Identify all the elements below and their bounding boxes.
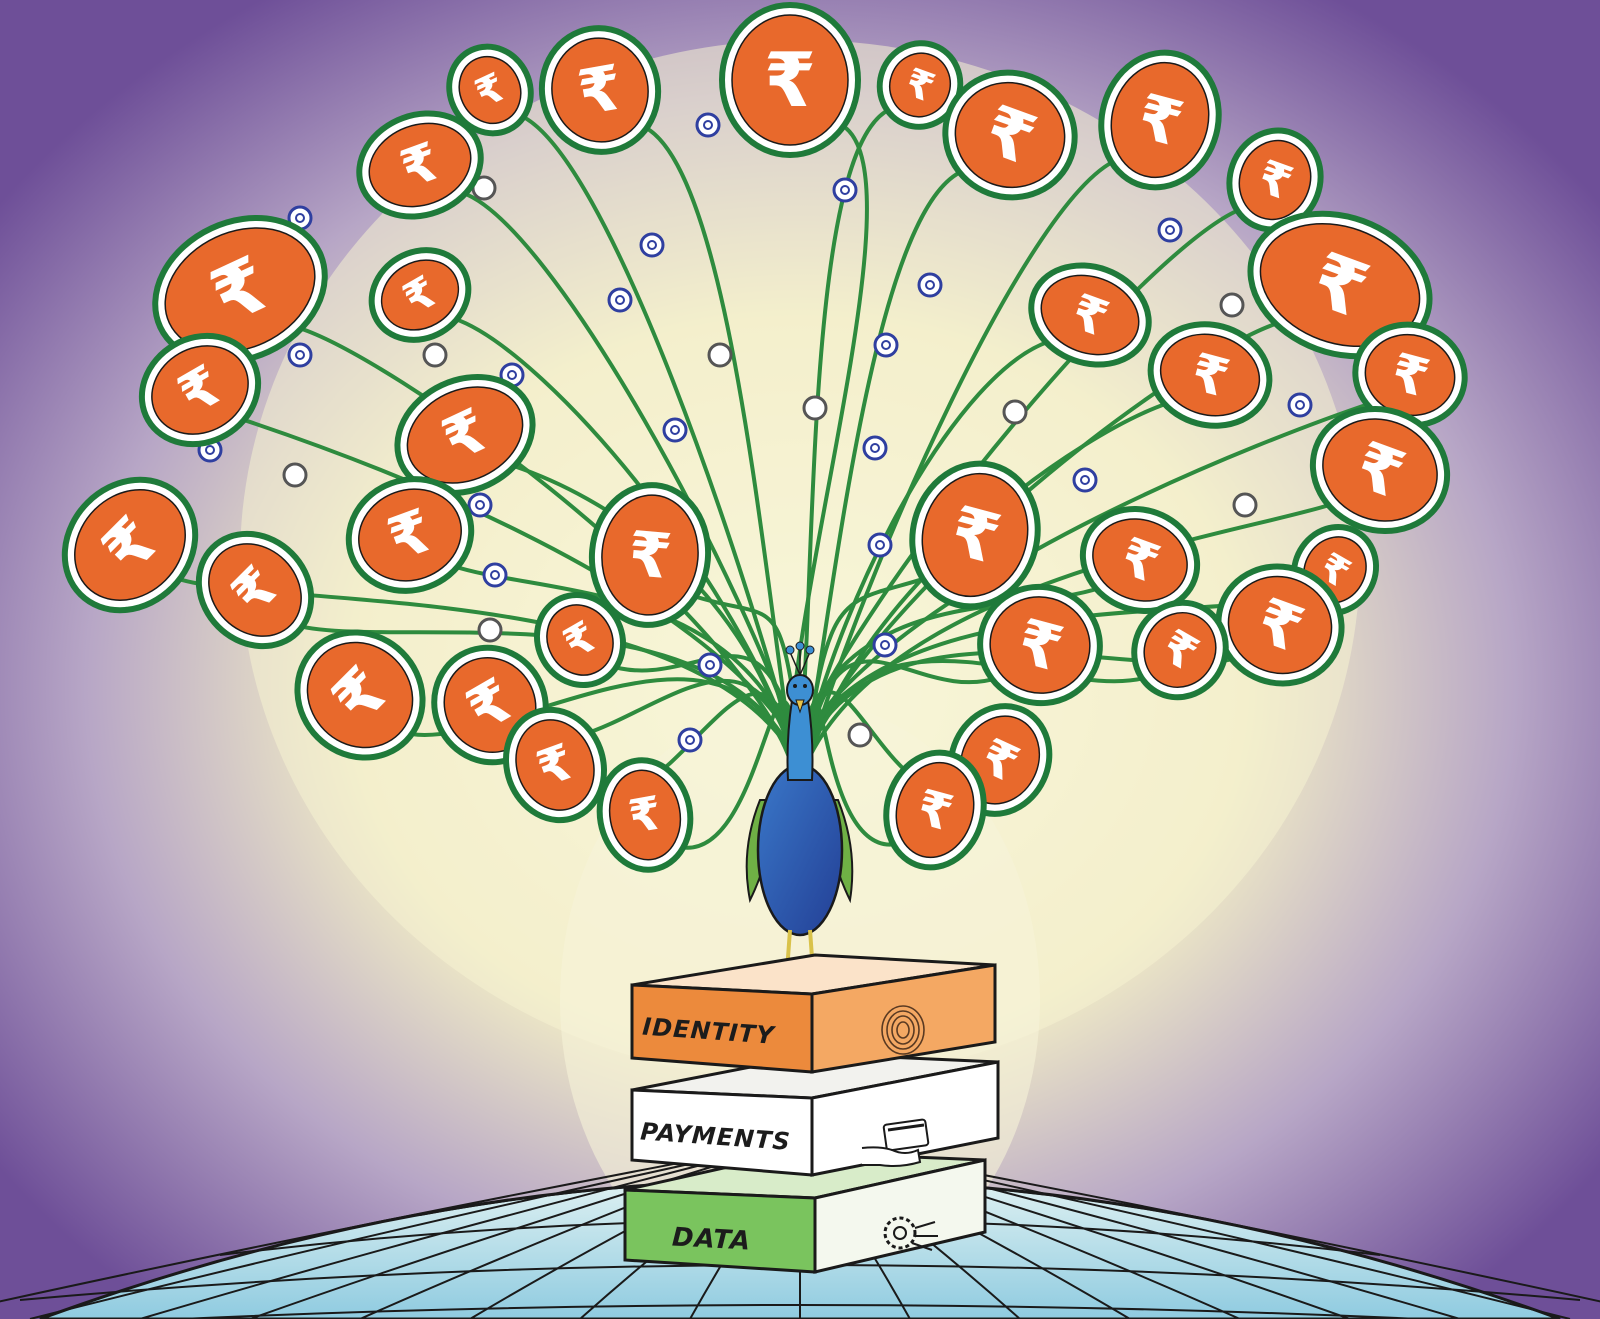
rupee-coin: ₹ [345,476,475,594]
rupee-coin: ₹ [1098,49,1222,191]
rupee-coin: ₹ [883,749,987,871]
rupee-coin: ₹ [719,2,861,158]
branch-node [1072,467,1098,493]
rupee-coin: ₹ [1079,505,1201,615]
branch-node [872,632,898,658]
branch-node [867,532,893,558]
platform-stack: DATA PAYMENTS IDENTITY [623,953,1000,1274]
rupee-coin: ₹ [138,332,262,448]
rupee-coin: ₹ [596,757,694,873]
branch-node [477,617,503,643]
rupee-coin: ₹ [394,374,536,496]
branch-node [707,342,733,368]
branch-nodes [197,112,1313,753]
rupee-coin: ₹ [368,247,472,343]
branch-node [917,272,943,298]
rupee-coin: ₹ [446,43,534,137]
rupee-coin: ₹ [1226,127,1324,233]
stack-layer-data-label: DATA [671,1223,752,1257]
branch-node [1157,217,1183,243]
rupee-coin: ₹ [152,215,328,365]
rupee-coin: ₹ [1309,406,1451,534]
gear-circuit-icon [883,1216,938,1251]
branch-node [639,232,665,258]
rupee-coin: ₹ [1131,599,1229,701]
branch-node [1002,399,1028,425]
rupee-symbol: ₹ [625,517,674,593]
rupee-coin: ₹ [1028,262,1152,368]
rupee-coin: ₹ [977,583,1103,707]
rupee-coin: ₹ [533,591,627,689]
branch-node [697,652,723,678]
branch-node [282,462,308,488]
rupee-coin: ₹ [502,706,608,824]
rupee-coin: ₹ [1247,210,1433,360]
fingerprint-icon [881,1005,925,1055]
branch-node [607,287,633,313]
stack-layer-identity: IDENTITY [630,953,997,1074]
branch-node [677,727,703,753]
branch-node [482,562,508,588]
branch-node [802,395,828,421]
branch-node [1287,392,1313,418]
rupee-coin: ₹ [538,25,662,155]
branch-node [467,492,493,518]
branch-node [695,112,721,138]
branch-node [832,177,858,203]
rupee-coin: ₹ [356,110,484,220]
rupee-coin: ₹ [61,476,199,614]
branch-node [1219,292,1245,318]
rupee-coin: ₹ [294,629,426,761]
rupee-coin: ₹ [1215,563,1345,687]
branch-node [287,342,313,368]
rupee-coin: ₹ [942,69,1078,201]
stack-layer-payments: PAYMENTS [630,1052,1000,1177]
branch-node [873,332,899,358]
branch-node [1232,492,1258,518]
hand-card-icon [861,1118,930,1167]
rupee-coin: ₹ [588,482,712,628]
rupee-coin: ₹ [195,530,315,650]
rupee-coins: ₹₹₹₹₹₹₹₹₹₹₹₹₹₹₹₹₹₹₹₹₹₹₹₹₹₹₹₹₹₹₹₹₹₹ [61,2,1468,873]
rupee-symbol: ₹ [764,36,816,124]
branch-node [847,722,873,748]
branch-node [662,417,688,443]
rupee-coin: ₹ [1147,321,1273,429]
rupee-coin: ₹ [909,460,1041,610]
branch-node [862,435,888,461]
branch-node [422,342,448,368]
